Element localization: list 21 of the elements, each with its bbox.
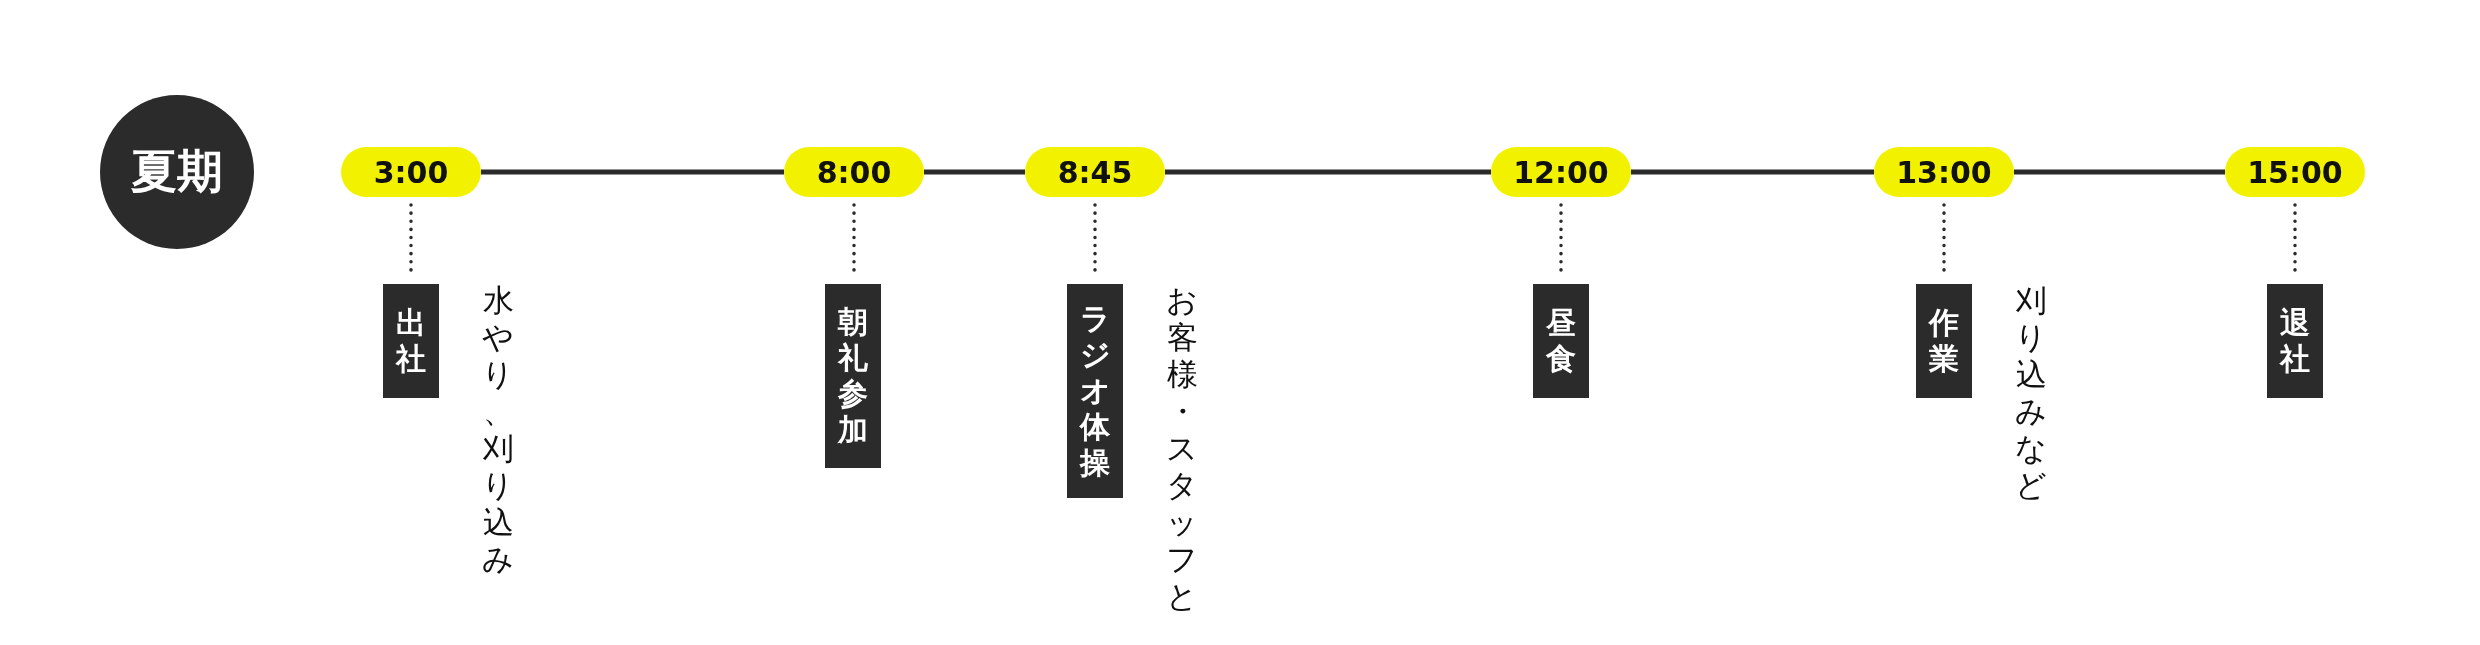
timeline-line: [2014, 169, 2225, 175]
time-pill: 15:00: [2225, 147, 2365, 197]
time-pill: 13:00: [1874, 147, 2014, 197]
annotation-text: 水やり、刈り込み: [481, 282, 515, 578]
season-circle: 夏期: [100, 95, 254, 249]
time-pill: 12:00: [1491, 147, 1631, 197]
time-pill: 8:00: [784, 147, 924, 197]
timeline-line: [1165, 169, 1491, 175]
event-label: 作業: [1916, 284, 1972, 398]
event-label: ラジオ体操: [1067, 284, 1123, 498]
annotation-text: 刈り込みなど: [2014, 282, 2048, 504]
timeline-line: [924, 169, 1025, 175]
event-label: 出社: [383, 284, 439, 398]
time-pill: 3:00: [341, 147, 481, 197]
event-label: 昼食: [1533, 284, 1589, 398]
event-label: 退社: [2267, 284, 2323, 398]
event-label: 朝礼参加: [825, 284, 881, 468]
time-pill: 8:45: [1025, 147, 1165, 197]
timeline-line: [1631, 169, 1874, 175]
annotation-text: お客様・スタッフと: [1165, 282, 1199, 615]
timeline-line: [481, 169, 784, 175]
